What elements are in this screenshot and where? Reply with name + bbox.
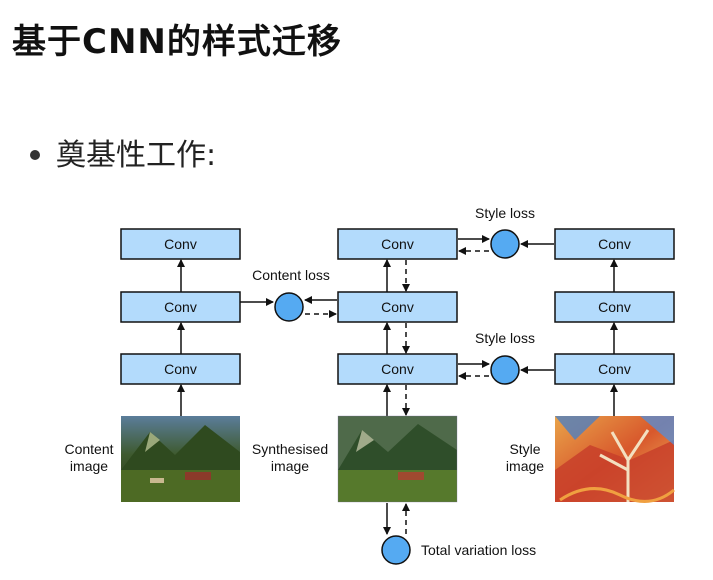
conv-box <box>337 291 458 323</box>
style-loss-node-top <box>490 229 520 259</box>
style-image-label: Style <box>509 441 540 457</box>
content-loss-label: Content loss <box>252 267 330 283</box>
conv-label: Conv <box>598 236 631 252</box>
content-image-label: image <box>70 458 108 474</box>
style-loss-node-bottom <box>490 355 520 385</box>
conv-label: Conv <box>164 299 197 315</box>
conv-label: Conv <box>164 361 197 377</box>
style-loss-label-bottom: Style loss <box>475 330 535 346</box>
synthesised-image <box>337 415 458 503</box>
tv-loss-node <box>381 535 411 565</box>
conv-box <box>120 291 241 323</box>
style-image <box>555 416 675 503</box>
conv-label: Conv <box>164 236 197 252</box>
conv-box <box>337 228 458 260</box>
content-loss-node <box>274 292 304 322</box>
style-image-label: image <box>506 458 544 474</box>
style-network: Conv Conv Conv <box>554 228 675 503</box>
bullet-item: 奠基性工作: <box>30 130 216 174</box>
bullet-dot <box>30 149 40 160</box>
synth-image-label: Synthesised <box>252 441 328 457</box>
conv-label: Conv <box>381 361 414 377</box>
content-network: Conv Conv Conv <box>120 228 241 502</box>
conv-label: Conv <box>381 236 414 252</box>
conv-label: Conv <box>598 299 631 315</box>
conv-label: Conv <box>381 299 414 315</box>
conv-box <box>120 353 241 385</box>
conv-box <box>120 228 241 260</box>
content-image <box>121 416 240 502</box>
synth-network: Conv Conv Conv <box>337 228 458 535</box>
slide-title: 基于CNN的样式迁移 <box>12 22 342 62</box>
style-loss-label-top: Style loss <box>475 205 535 221</box>
conv-box <box>337 353 458 385</box>
tv-loss-label: Total variation loss <box>421 542 536 558</box>
conv-label: Conv <box>598 361 631 377</box>
synth-image-label: image <box>271 458 309 474</box>
content-image-label: Content <box>64 441 113 457</box>
bullet-text: 奠基性工作: <box>56 138 217 173</box>
